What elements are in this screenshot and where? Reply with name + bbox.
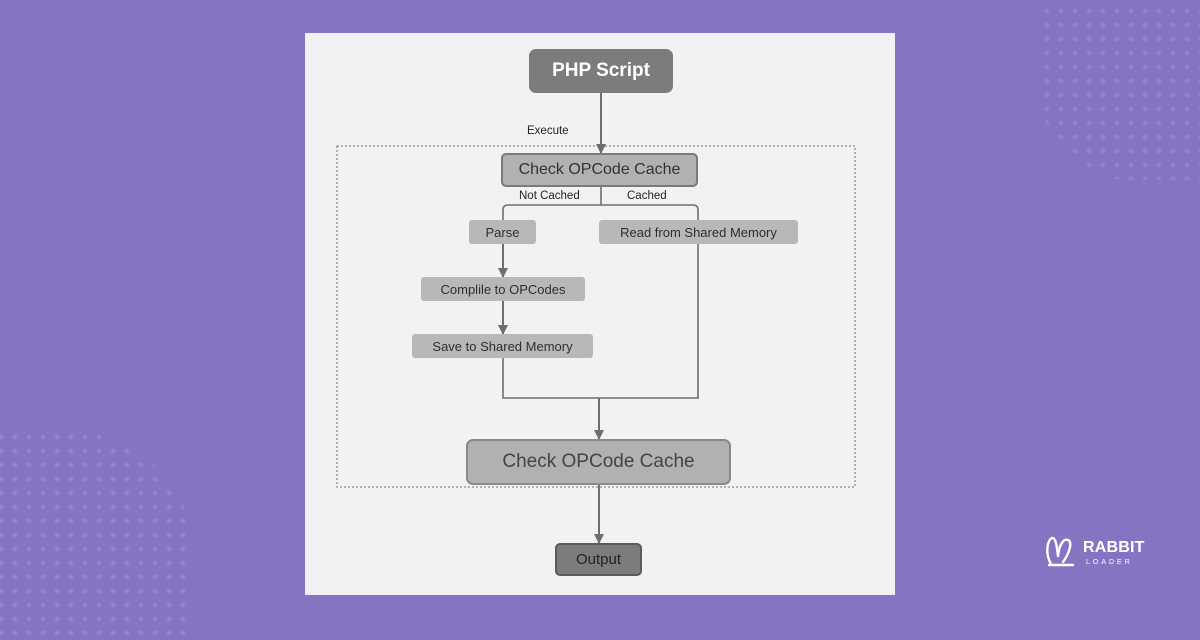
not-cached-label: Not Cached (519, 190, 580, 202)
branch-connector (502, 187, 699, 220)
logo-subtext: LOADER (1086, 559, 1133, 566)
rabbit-icon (1046, 536, 1075, 567)
logo-wordmark: RABBIT (1083, 539, 1145, 556)
compile-opcodes-node: Complile to OPCodes (421, 277, 585, 301)
php-script-node: PHP Script (529, 49, 673, 93)
decorative-dots-top-right (1040, 0, 1200, 180)
execute-label: Execute (527, 125, 569, 137)
dotted-boundary (336, 145, 856, 488)
check-opcode-cache-node: Check OPCode Cache (501, 153, 698, 187)
cached-label: Cached (627, 190, 667, 202)
output-node: Output (555, 543, 642, 576)
read-shared-memory-node: Read from Shared Memory (599, 220, 798, 244)
rabbit-loader-logo: RABBIT LOADER (1043, 534, 1153, 574)
check-opcode-cache-bottom-node: Check OPCode Cache (466, 439, 731, 485)
parse-node: Parse (469, 220, 536, 244)
diagram-connectors (336, 93, 856, 544)
diagram-card: PHP Script Execute Check OPCode Cache No… (305, 33, 895, 595)
merge-connector (502, 244, 699, 399)
decorative-dots-bottom-left (0, 430, 195, 640)
save-shared-memory-node: Save to Shared Memory (412, 334, 593, 358)
